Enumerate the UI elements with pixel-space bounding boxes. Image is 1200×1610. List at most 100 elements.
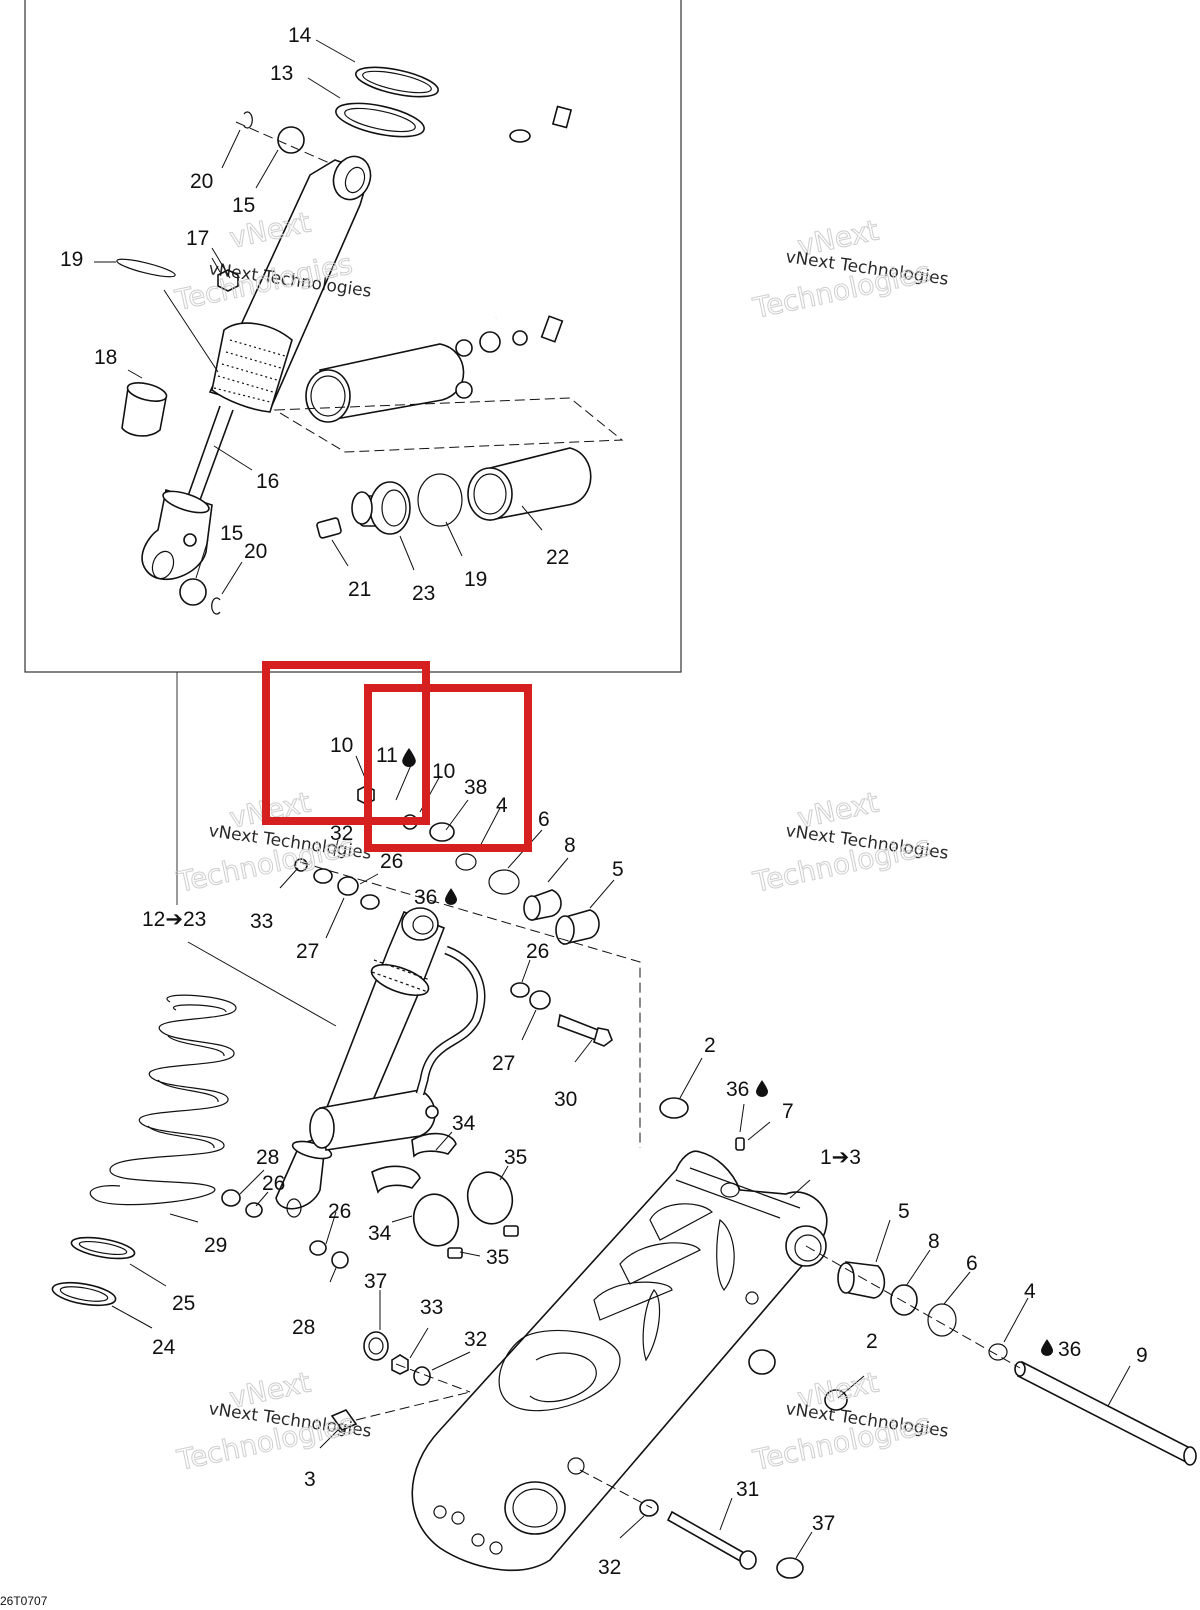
callout-9: 9: [1136, 1344, 1148, 1367]
part-20-clip-bottom: [211, 597, 221, 615]
part-19-oring-top: [116, 258, 176, 278]
callout-24: 24: [152, 1336, 176, 1359]
callout-26-top: 26: [380, 850, 403, 873]
leaders-main: [111, 755, 1131, 1559]
callout-26-lower: 26: [328, 1200, 351, 1223]
part-25-spring-seat: [70, 1236, 136, 1260]
callout-labels: 14 13 20 15 17 19 18 16 15 20 21 23 19 2…: [60, 24, 1148, 1579]
callout-22: 22: [546, 546, 569, 569]
part-20-clip-top: [243, 111, 253, 129]
callout-37-left: 37: [364, 1270, 387, 1293]
callout-27-top: 27: [296, 940, 319, 963]
callout-36-lower: 36: [1058, 1338, 1081, 1361]
lubricant-drop-icon: [756, 1080, 768, 1097]
callout-37-bottom: 37: [812, 1512, 835, 1535]
drawing-code: 26T0707: [0, 1594, 48, 1608]
callout-5-right: 5: [898, 1200, 910, 1223]
callout-8-top: 8: [564, 834, 576, 857]
inset-frame: [24, 0, 682, 673]
callout-26-mid: 26: [526, 940, 549, 963]
callout-34-lower: 34: [368, 1222, 392, 1245]
callout-23: 23: [412, 582, 435, 605]
callout-32-top: 32: [330, 822, 353, 845]
part-19-oring-bottom: [417, 473, 463, 527]
callout-3: 3: [304, 1468, 316, 1491]
reservoir-hose-inset: [305, 105, 596, 423]
callout-15-lower: 15: [220, 522, 243, 545]
callout-21: 21: [348, 578, 371, 601]
callout-33-lower: 33: [420, 1296, 443, 1319]
callout-20: 20: [190, 170, 213, 193]
callout-14: 14: [288, 24, 312, 47]
callout-4-top: 4: [496, 794, 508, 817]
callout-30: 30: [554, 1088, 577, 1111]
callout-18: 18: [94, 346, 117, 369]
hardware-top-row: [294, 785, 613, 1047]
hardware-middle-left: [221, 1132, 519, 1269]
callout-4-right: 4: [1024, 1280, 1036, 1303]
callout-31: 31: [736, 1478, 759, 1501]
watermark-bottom-right: vNext vNext Technologies Technologies: [749, 1365, 950, 1477]
part-21-valve: [316, 517, 342, 539]
lubricant-drop-icon: [445, 888, 457, 905]
axis-lower: [355, 1363, 471, 1421]
part-14-retainer-ring: [355, 66, 439, 98]
callout-1-3: 1➔3: [820, 1146, 861, 1169]
callout-32-bottom: 32: [598, 1556, 621, 1579]
callout-17: 17: [186, 227, 209, 250]
callout-6-right: 6: [966, 1252, 978, 1275]
part-15-bushing-bottom: [179, 578, 207, 606]
part-13-spring-seat: [335, 102, 425, 138]
lubricant-drop-icon: [1041, 1339, 1053, 1356]
callout-11: 11: [376, 744, 398, 767]
callout-2-right: 2: [866, 1330, 878, 1353]
callout-8-right: 8: [928, 1230, 940, 1253]
hose-main: [415, 945, 486, 1096]
callout-16: 16: [256, 470, 279, 493]
part-18-bump-stop: [121, 382, 168, 437]
part-23-end-cap: [351, 481, 411, 535]
callout-35-upper: 35: [504, 1146, 527, 1169]
callout-20-lower: 20: [244, 540, 267, 563]
callout-33-top: 33: [250, 910, 273, 933]
callout-38: 38: [464, 776, 487, 799]
callout-19-lower: 19: [464, 568, 487, 591]
callout-25: 25: [172, 1292, 195, 1315]
reservoir-outline: [273, 397, 624, 453]
axis-pivot: [805, 1245, 1021, 1369]
callout-28-upper: 28: [256, 1146, 279, 1169]
part-29-spring: [89, 994, 237, 1206]
leaders-inset: [94, 39, 543, 595]
callout-35-lower: 35: [486, 1246, 509, 1269]
watermark-middle-right: vNext vNext Technologies Technologies: [749, 785, 950, 899]
callout-19: 19: [60, 248, 83, 271]
callout-27-mid: 27: [492, 1052, 515, 1075]
callout-26-left: 26: [262, 1172, 285, 1195]
callout-28-lower: 28: [292, 1316, 315, 1339]
callout-15: 15: [232, 194, 255, 217]
callout-10-right: 10: [432, 760, 455, 783]
part-17-nut: [217, 269, 239, 292]
part-24-adjuster-ring: [51, 1281, 117, 1307]
callout-29: 29: [204, 1234, 227, 1257]
part-15-bushing-top: [277, 126, 305, 154]
callout-10-left: 10: [330, 734, 353, 757]
watermark-top-right: vNext vNext Technologies Technologies: [749, 213, 950, 325]
shock-absorber-inset: [141, 155, 372, 581]
callout-13: 13: [270, 62, 293, 85]
lubricant-drop-icon: [402, 748, 416, 767]
callout-36-top: 36: [414, 886, 437, 909]
callout-6-top: 6: [538, 808, 550, 831]
callout-32-lower: 32: [464, 1328, 487, 1351]
hardware-lower-left: [330, 1331, 431, 1431]
callout-5-top: 5: [612, 858, 624, 881]
part-22-sleeve: [467, 447, 592, 521]
highlight-box-left: [262, 661, 430, 825]
hardware-bottom: [639, 1499, 804, 1579]
callout-12-23: 12➔23: [142, 908, 206, 931]
highlight-box-right: [364, 684, 532, 852]
callout-7: 7: [782, 1100, 794, 1123]
callout-36-right: 36: [726, 1078, 749, 1101]
shock-absorber-main: [275, 907, 446, 1218]
